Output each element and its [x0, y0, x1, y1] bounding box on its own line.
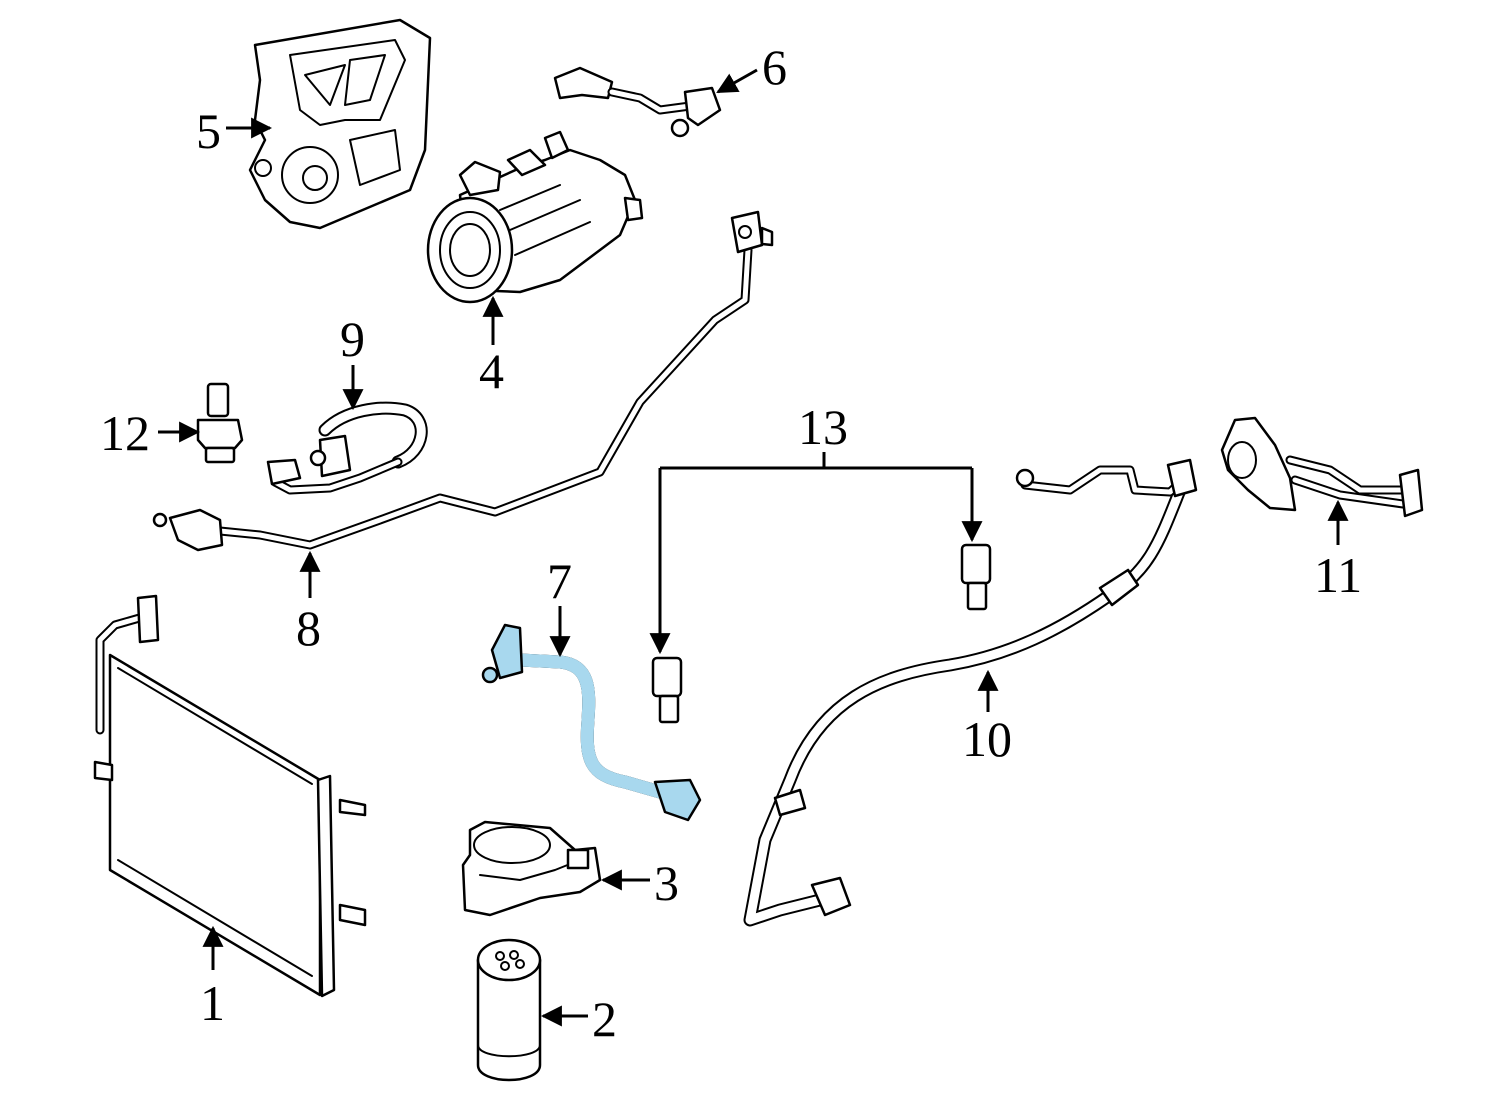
callout-2: 2: [592, 991, 617, 1047]
part-9-line-assembly[interactable]: [266, 401, 428, 495]
part-10-hose-assembly[interactable]: [743, 458, 1198, 927]
callout-10: 10: [962, 711, 1012, 767]
callout-6: 6: [762, 39, 787, 95]
callout-9: 9: [340, 311, 365, 367]
leader-6: [716, 68, 758, 94]
part-7-hose-highlighted[interactable]: [481, 623, 702, 822]
part-8-refrigerant-line[interactable]: [152, 210, 774, 552]
part-1-condenser[interactable]: [93, 594, 367, 998]
part-4-compressor[interactable]: [426, 130, 644, 304]
part-11-expansion-valve[interactable]: [1220, 416, 1424, 518]
part-13-service-valve-left[interactable]: [651, 656, 683, 724]
callout-8: 8: [296, 600, 321, 656]
callout-12: 12: [100, 405, 150, 461]
callout-4: 4: [479, 343, 504, 399]
callout-1: 1: [200, 975, 225, 1031]
part-12-pressure-switch[interactable]: [196, 382, 244, 464]
part-2-receiver-drier[interactable]: [476, 938, 542, 1082]
callout-11: 11: [1314, 547, 1362, 603]
leader-lines: [158, 68, 1349, 1027]
callout-3: 3: [654, 855, 679, 911]
callout-5: 5: [196, 103, 221, 159]
callout-7: 7: [547, 553, 572, 609]
callout-labels: 1 2 3 4 5 6 7 8 9 10 11 12 13: [100, 39, 1362, 1047]
part-5-mounting-bracket[interactable]: [248, 18, 432, 230]
part-3-drier-bracket[interactable]: [461, 820, 602, 917]
part-13-service-valve-right[interactable]: [960, 543, 992, 611]
part-6-wiring-sensor[interactable]: [553, 66, 722, 138]
callout-13: 13: [798, 399, 848, 455]
